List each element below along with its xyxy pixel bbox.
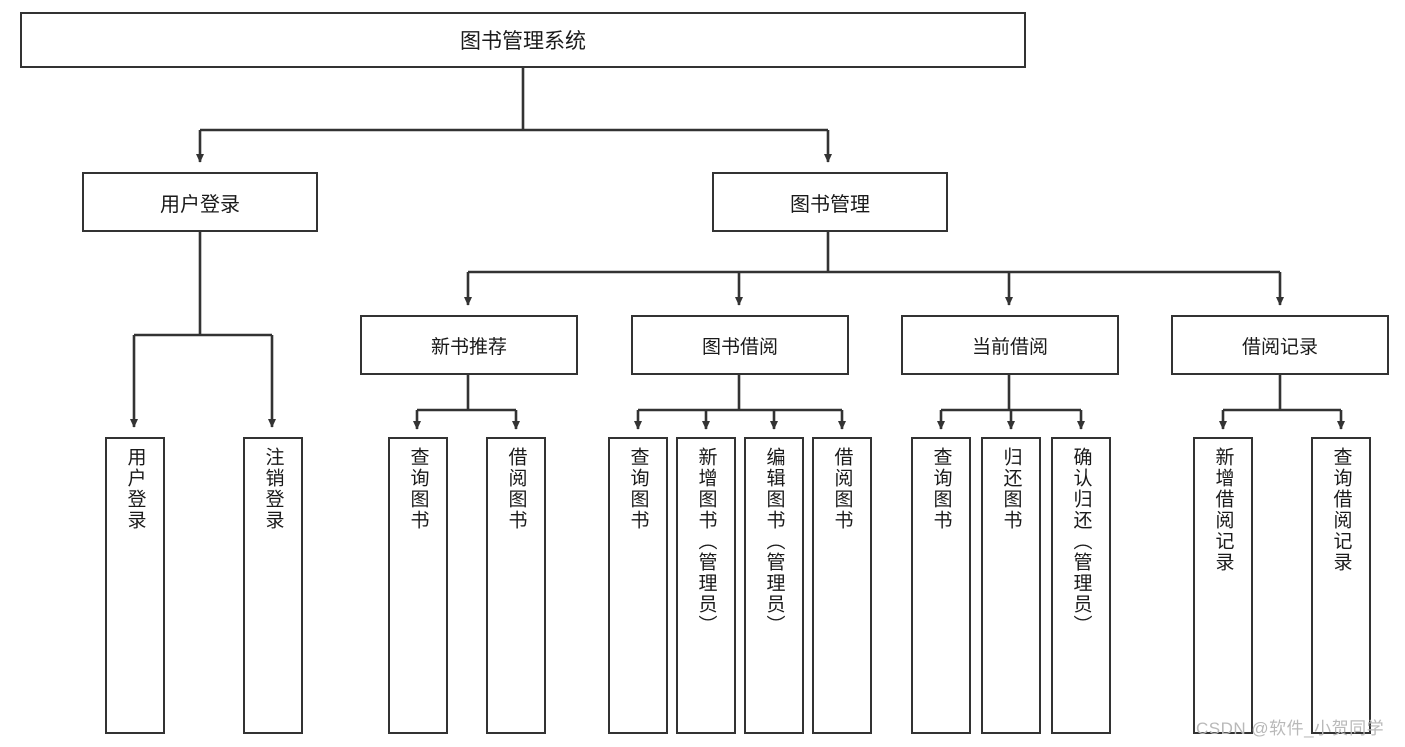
node-root-system[interactable]: 图书管理系统 bbox=[20, 12, 1026, 68]
node-leaf-query-book-recommend-label: 查询图书 bbox=[407, 447, 429, 531]
node-leaf-user-login-label: 用户登录 bbox=[124, 447, 146, 531]
node-leaf-borrow-book-recommend-label: 借阅图书 bbox=[505, 447, 527, 531]
csdn-watermark: CSDN @软件_小贺同学 bbox=[1196, 719, 1385, 738]
node-leaf-logout-login[interactable]: 注销登录 bbox=[243, 437, 303, 734]
node-book-borrow[interactable]: 图书借阅 bbox=[631, 315, 849, 375]
node-leaf-edit-book-admin-label: 编辑图书（管理员） bbox=[763, 447, 785, 636]
node-leaf-add-book-admin[interactable]: 新增图书（管理员） bbox=[676, 437, 736, 734]
node-leaf-confirm-return-admin-label: 确认归还（管理员） bbox=[1070, 447, 1092, 636]
node-book-management-label: 图书管理 bbox=[790, 193, 870, 216]
node-current-borrow[interactable]: 当前借阅 bbox=[901, 315, 1119, 375]
node-user-login[interactable]: 用户登录 bbox=[82, 172, 318, 232]
node-leaf-user-login[interactable]: 用户登录 bbox=[105, 437, 165, 734]
node-leaf-query-borrow-record-label: 查询借阅记录 bbox=[1330, 447, 1352, 573]
node-leaf-borrow-book-label: 借阅图书 bbox=[831, 447, 853, 531]
node-leaf-add-borrow-record[interactable]: 新增借阅记录 bbox=[1193, 437, 1253, 734]
node-new-book-recommend[interactable]: 新书推荐 bbox=[360, 315, 578, 375]
node-leaf-return-book-label: 归还图书 bbox=[1000, 447, 1022, 531]
node-leaf-query-book-current[interactable]: 查询图书 bbox=[911, 437, 971, 734]
node-leaf-return-book[interactable]: 归还图书 bbox=[981, 437, 1041, 734]
node-leaf-add-borrow-record-label: 新增借阅记录 bbox=[1212, 447, 1234, 573]
node-leaf-borrow-book[interactable]: 借阅图书 bbox=[812, 437, 872, 734]
node-leaf-add-book-admin-label: 新增图书（管理员） bbox=[695, 447, 717, 636]
node-borrow-record[interactable]: 借阅记录 bbox=[1171, 315, 1389, 375]
node-borrow-record-label: 借阅记录 bbox=[1241, 336, 1318, 358]
node-leaf-query-book-current-label: 查询图书 bbox=[930, 447, 952, 531]
node-book-borrow-label: 图书借阅 bbox=[701, 336, 778, 358]
node-leaf-logout-login-label: 注销登录 bbox=[262, 447, 284, 531]
node-root-label: 图书管理系统 bbox=[460, 30, 586, 53]
node-book-management[interactable]: 图书管理 bbox=[712, 172, 948, 232]
node-user-login-label: 用户登录 bbox=[160, 193, 240, 216]
node-leaf-edit-book-admin[interactable]: 编辑图书（管理员） bbox=[744, 437, 804, 734]
node-current-borrow-label: 当前借阅 bbox=[971, 336, 1048, 358]
node-leaf-confirm-return-admin[interactable]: 确认归还（管理员） bbox=[1051, 437, 1111, 734]
node-leaf-query-borrow-record[interactable]: 查询借阅记录 bbox=[1311, 437, 1371, 734]
node-leaf-query-book-borrow[interactable]: 查询图书 bbox=[608, 437, 668, 734]
node-leaf-query-book-recommend[interactable]: 查询图书 bbox=[388, 437, 448, 734]
node-new-book-recommend-label: 新书推荐 bbox=[430, 336, 507, 358]
node-leaf-query-book-borrow-label: 查询图书 bbox=[627, 447, 649, 531]
node-leaf-borrow-book-recommend[interactable]: 借阅图书 bbox=[486, 437, 546, 734]
